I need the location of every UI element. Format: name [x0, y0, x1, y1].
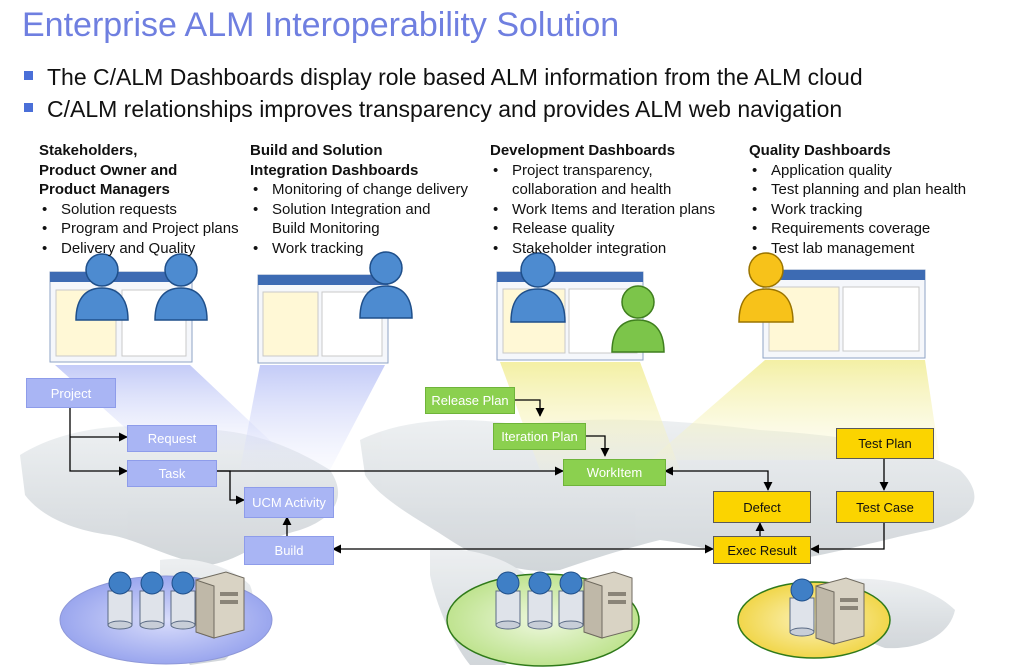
server-icon: [815, 577, 865, 645]
list-item: Test lab management: [749, 239, 966, 259]
dashboard-screenshot: [257, 274, 389, 364]
node-release-plan: Release Plan: [425, 387, 515, 414]
column-heading: Stakeholders, Product Owner and Product …: [39, 142, 178, 198]
list-item: Delivery and Quality: [39, 239, 239, 259]
list-item: Release quality: [490, 219, 715, 239]
beam-build: [240, 365, 385, 470]
node-build: Build: [244, 536, 334, 565]
node-ucm-activity: UCM Activity: [244, 487, 334, 518]
node-request: Request: [127, 425, 217, 452]
list-item: Work tracking: [749, 200, 966, 220]
column-development: Development Dashboards Project transpare…: [490, 141, 715, 258]
list-item: Monitoring of change delivery: [250, 180, 468, 200]
list-item: Solution requests: [39, 200, 239, 220]
database-icon: [789, 578, 815, 637]
column-heading: Quality Dashboards: [749, 142, 891, 159]
bullet-2: C/ALM relationships improves transparenc…: [24, 96, 842, 123]
bullet-square-icon: [24, 71, 33, 81]
node-project: Project: [26, 378, 116, 408]
person-icon: [359, 251, 413, 319]
database-icon: [107, 571, 133, 630]
list-item: Program and Project plans: [39, 219, 239, 239]
list-item: Work Items and Iteration plans: [490, 200, 715, 220]
database-icon: [495, 571, 521, 630]
node-test-plan: Test Plan: [836, 428, 934, 459]
person-icon: [154, 253, 208, 321]
server-icon: [195, 571, 245, 639]
column-heading: Development Dashboards: [490, 142, 676, 159]
list-item: Solution Integration and Build Monitorin…: [250, 200, 468, 239]
bullet-1: The C/ALM Dashboards display role based …: [24, 64, 863, 91]
bullet-text: C/ALM relationships improves transparenc…: [47, 96, 843, 122]
node-test-case: Test Case: [836, 491, 934, 523]
connector-lines: [69, 399, 889, 554]
person-icon: [738, 252, 794, 323]
column-heading: Build and Solution Integration Dashboard…: [250, 142, 419, 179]
database-icon: [139, 571, 165, 630]
person-icon: [75, 253, 129, 321]
node-workitem: WorkItem: [563, 459, 666, 486]
person-icon: [611, 285, 665, 353]
bullet-square-icon: [24, 103, 33, 113]
column-build: Build and Solution Integration Dashboard…: [250, 141, 468, 258]
bullet-text: The C/ALM Dashboards display role based …: [47, 64, 863, 90]
list-item: Requirements coverage: [749, 219, 966, 239]
list-item: Work tracking: [250, 239, 468, 259]
database-icon: [527, 571, 553, 630]
list-item: Project transparency, collaboration and …: [490, 161, 715, 200]
server-icon: [583, 571, 633, 639]
slide-title: Enterprise ALM Interoperability Solution: [22, 6, 620, 44]
column-quality: Quality Dashboards Application quality T…: [749, 141, 966, 258]
column-stakeholders: Stakeholders, Product Owner and Product …: [39, 141, 239, 258]
dashboard-screenshot: [762, 269, 926, 359]
person-icon: [510, 252, 566, 323]
database-icon: [558, 571, 584, 630]
node-task: Task: [127, 460, 217, 487]
database-icon: [170, 571, 196, 630]
list-item: Stakeholder integration: [490, 239, 715, 259]
list-item: Application quality: [749, 161, 966, 181]
node-iteration-plan: Iteration Plan: [493, 423, 586, 450]
list-item: Test planning and plan health: [749, 180, 966, 200]
node-exec-result: Exec Result: [713, 536, 811, 564]
node-defect: Defect: [713, 491, 811, 523]
